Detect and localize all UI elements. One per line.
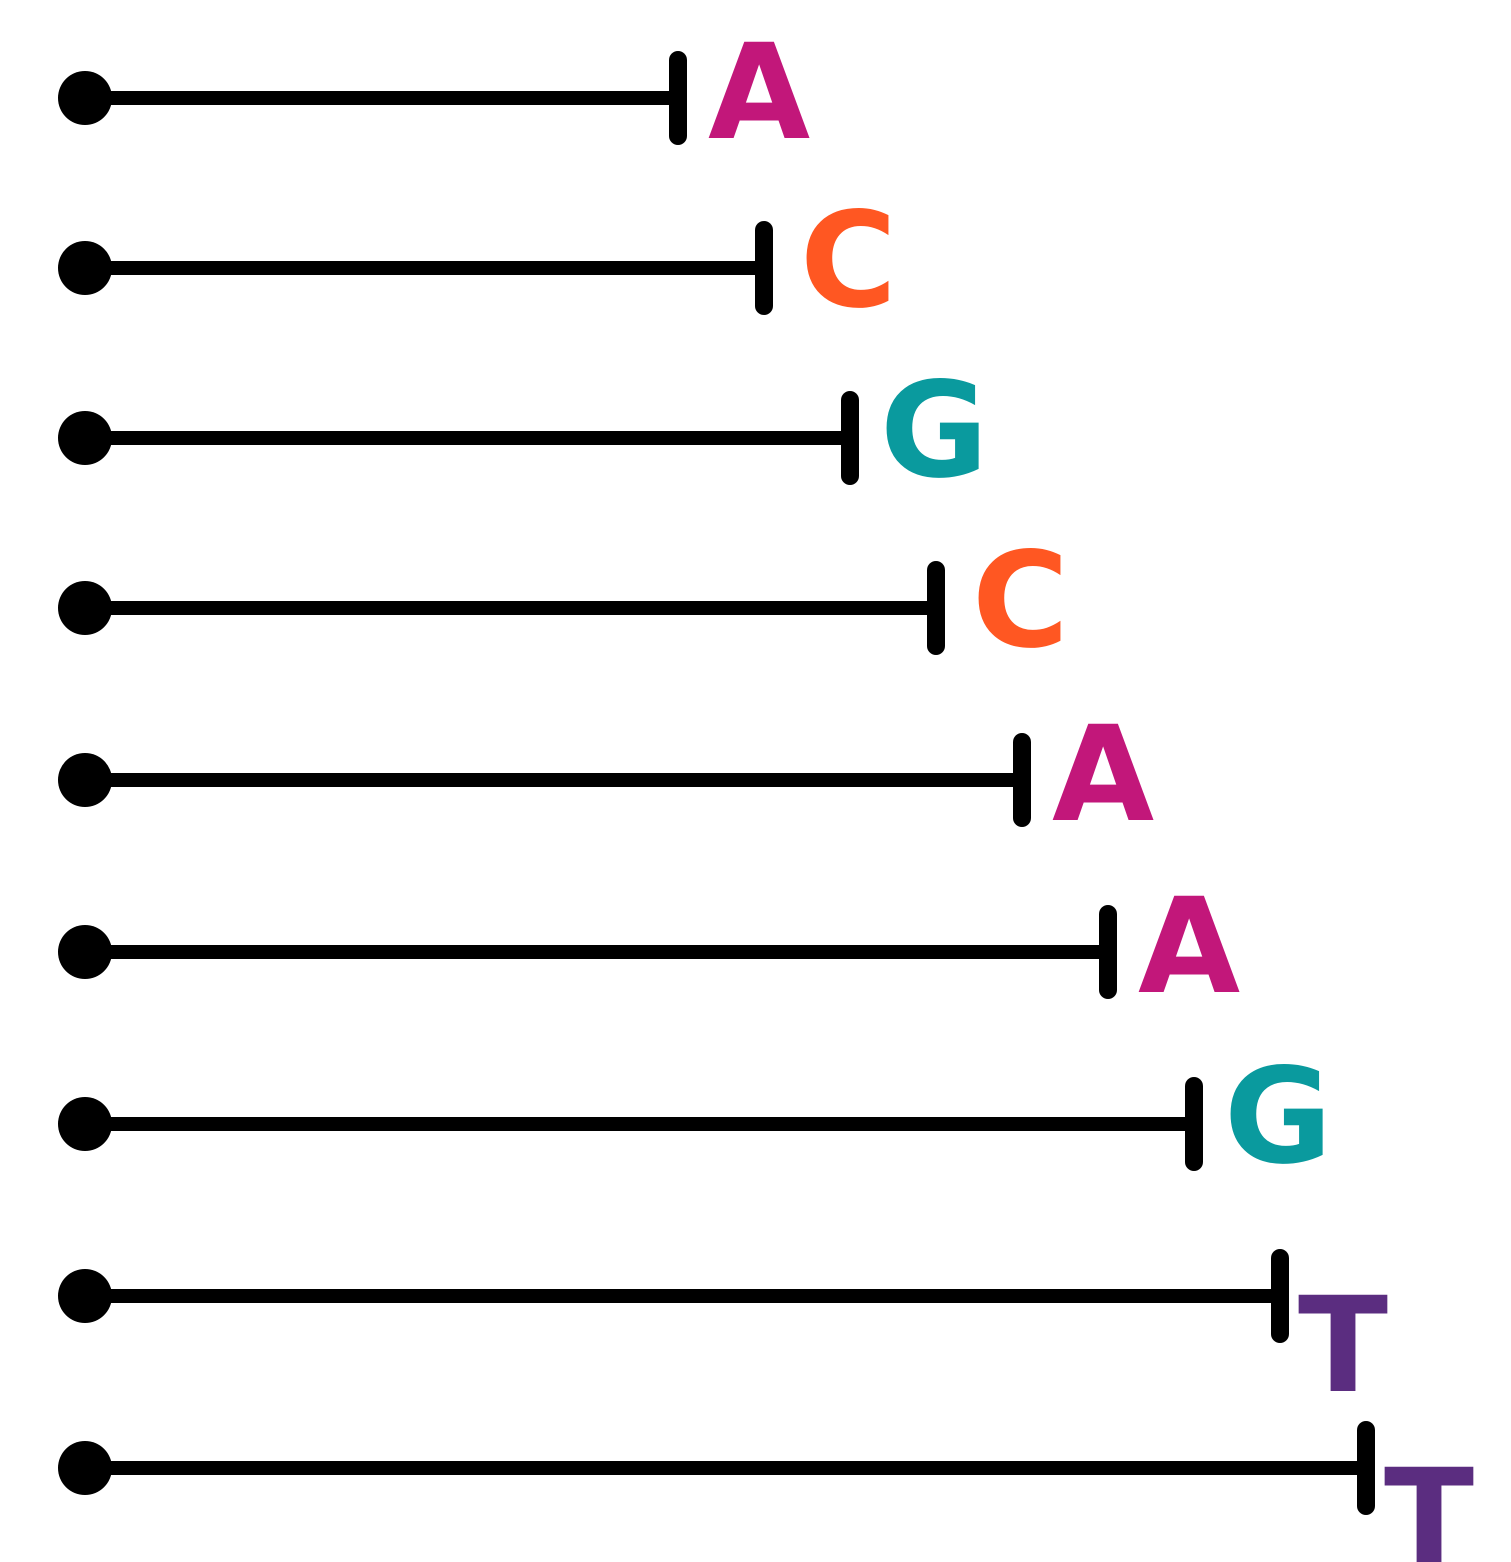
fragment-row: A xyxy=(58,698,1154,852)
fragment-row: A xyxy=(58,16,810,170)
base-letter-a: A xyxy=(708,16,810,170)
base-letter-g: G xyxy=(880,354,988,508)
base-letter-a: A xyxy=(1138,870,1240,1024)
fragment-row: G xyxy=(58,354,988,508)
fragment-row: G xyxy=(58,1040,1332,1194)
fragment-row: C xyxy=(58,524,1069,678)
base-letter-c: C xyxy=(800,184,897,338)
base-letter-t: T xyxy=(1384,1441,1474,1562)
base-letter-t: T xyxy=(1298,1269,1388,1423)
base-letter-g: G xyxy=(1224,1040,1332,1194)
base-letter-c: C xyxy=(972,524,1069,678)
fragment-row: C xyxy=(58,184,897,338)
fragment-row: T xyxy=(58,1421,1474,1562)
fragment-row: A xyxy=(58,870,1240,1024)
base-letter-a: A xyxy=(1052,698,1154,852)
fragment-row: T xyxy=(58,1249,1388,1423)
